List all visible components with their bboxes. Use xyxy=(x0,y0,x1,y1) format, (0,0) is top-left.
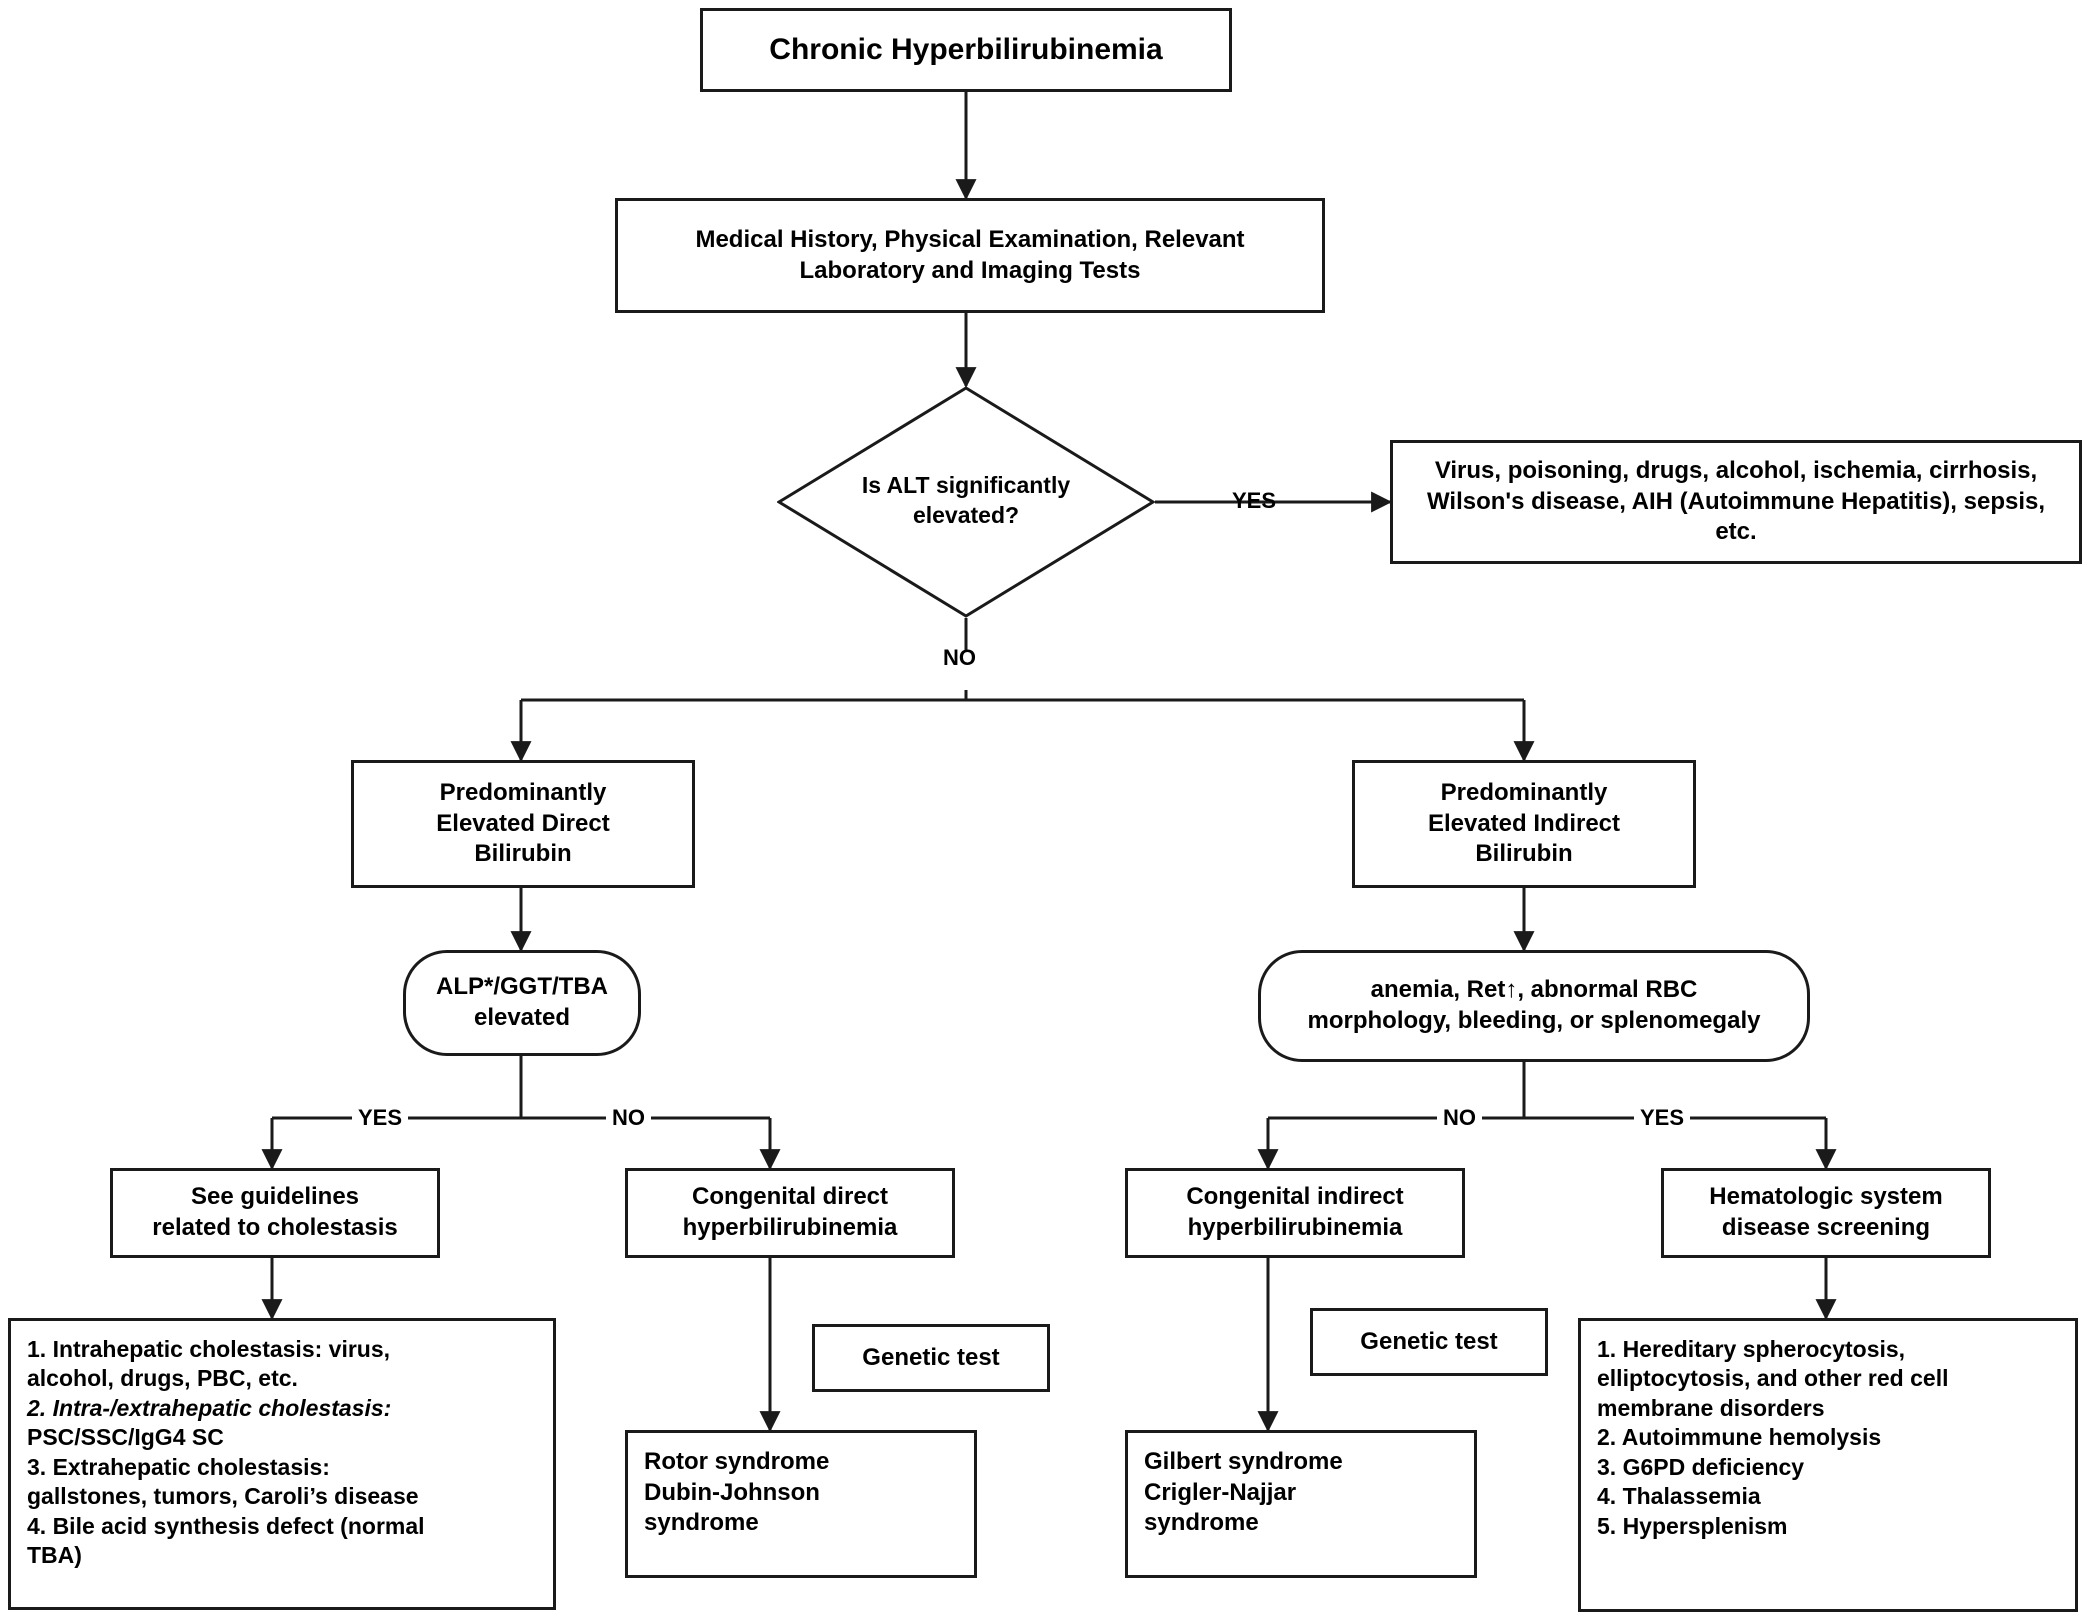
node-gilbert-crigler-najjar: Gilbert syndrome Crigler-Najjar syndrome xyxy=(1125,1430,1477,1578)
cholestasis-list-line-8: TBA) xyxy=(27,1542,82,1569)
node-cholestasis-guidelines-line2: related to cholestasis xyxy=(152,1214,398,1241)
node-direct-bilirubin: Predominantly Elevated Direct Bilirubin xyxy=(351,760,695,888)
node-congenital-direct-line2: hyperbilirubinemia xyxy=(682,1214,898,1241)
node-indirect-line1: Predominantly xyxy=(1440,778,1608,806)
node-alt-decision-text: Is ALT significantly elevated? xyxy=(777,471,1155,531)
edge-label-alp-no: NO xyxy=(606,1105,651,1131)
cholestasis-list-line-2: alcohol, drugs, PBC, etc. xyxy=(27,1365,298,1392)
rotor-line1: Rotor syndrome xyxy=(644,1448,830,1475)
node-genetic-test-direct-label: Genetic test xyxy=(862,1343,1000,1371)
hematologic-list-line-6: 4. Thalassemia xyxy=(1597,1483,1761,1510)
node-indirect-bilirubin: Predominantly Elevated Indirect Bilirubi… xyxy=(1352,760,1696,888)
node-hemolysis-line1: anemia, Ret↑, abnormal RBC xyxy=(1370,976,1698,1004)
edge-label-alt-no: NO xyxy=(943,645,976,670)
hematologic-list-line-4: 2. Autoimmune hemolysis xyxy=(1597,1424,1882,1451)
node-hematologic-list: 1. Hereditary spherocytosis, elliptocyto… xyxy=(1578,1318,2078,1612)
rotor-line3: syndrome xyxy=(644,1509,759,1537)
node-hematologic-line1: Hematologic system xyxy=(1709,1183,1943,1211)
node-genetic-test-indirect: Genetic test xyxy=(1310,1308,1548,1376)
node-congenital-direct: Congenital direct hyperbilirubinemia xyxy=(625,1168,955,1258)
cholestasis-list-line-4: PSC/SSC/IgG4 SC xyxy=(27,1424,224,1451)
node-direct-line1: Predominantly xyxy=(439,778,607,806)
cholestasis-list-line-1: 1. Intrahepatic cholestasis: virus, xyxy=(27,1336,391,1362)
node-genetic-test-direct: Genetic test xyxy=(812,1324,1050,1392)
cholestasis-list-line-7: 4. Bile acid synthesis defect (normal xyxy=(27,1512,425,1539)
node-workup-label: Medical History, Physical Examination, R… xyxy=(695,225,1245,284)
gilbert-line3: syndrome xyxy=(1144,1509,1259,1537)
gilbert-line1: Gilbert syndrome xyxy=(1144,1448,1343,1475)
node-hemolysis-line2: morphology, bleeding, or splenomegaly xyxy=(1307,1007,1761,1034)
hematologic-list-line-5: 3. G6PD deficiency xyxy=(1597,1453,1805,1480)
node-congenital-indirect: Congenital indirect hyperbilirubinemia xyxy=(1125,1168,1465,1258)
node-direct-line3: Bilirubin xyxy=(474,840,572,868)
node-alt-yes-causes: Virus, poisoning, drugs, alcohol, ischem… xyxy=(1390,440,2082,564)
rotor-line2: Dubin-Johnson xyxy=(644,1478,820,1506)
edge-label-hemolysis-no: NO xyxy=(1437,1105,1482,1131)
node-indirect-line2: Elevated Indirect xyxy=(1427,809,1621,837)
node-hemolysis-features: anemia, Ret↑, abnormal RBC morphology, b… xyxy=(1258,950,1810,1062)
node-alp-line1: ALP*/GGT/TBA xyxy=(436,973,608,1001)
node-genetic-test-indirect-label: Genetic test xyxy=(1360,1327,1498,1355)
node-alt-decision-line1: Is ALT significantly xyxy=(861,472,1071,498)
edge-label-hemolysis-yes: YES xyxy=(1634,1105,1691,1131)
edge-label-alp-yes: YES xyxy=(352,1105,409,1131)
node-cholestasis-guidelines-line1: See guidelines xyxy=(190,1183,360,1211)
hematologic-list-line-1: 1. Hereditary spherocytosis, xyxy=(1597,1336,1906,1362)
node-alp-ggt-tba: ALP*/GGT/TBA elevated xyxy=(403,950,641,1056)
edge-label-alt-yes: YES xyxy=(1232,488,1277,513)
node-hematologic-line2: disease screening xyxy=(1721,1214,1931,1241)
hematologic-list-line-7: 5. Hypersplenism xyxy=(1597,1512,1788,1539)
node-indirect-line3: Bilirubin xyxy=(1475,840,1573,868)
node-root: Chronic Hyperbilirubinemia xyxy=(700,8,1232,92)
gilbert-line2: Crigler-Najjar xyxy=(1144,1478,1297,1506)
hematologic-list-line-3: membrane disorders xyxy=(1597,1394,1825,1421)
node-cholestasis-guidelines: See guidelines related to cholestasis xyxy=(110,1168,440,1258)
cholestasis-list-line-3: 2. Intra-/extrahepatic cholestasis: xyxy=(27,1394,392,1421)
node-congenital-indirect-line2: hyperbilirubinemia xyxy=(1187,1214,1403,1241)
cholestasis-list-line-6: gallstones, tumors, Caroli’s disease xyxy=(27,1483,419,1510)
node-hematologic-screening: Hematologic system disease screening xyxy=(1661,1168,1991,1258)
node-workup: Medical History, Physical Examination, R… xyxy=(615,198,1325,313)
node-congenital-direct-line1: Congenital direct xyxy=(691,1183,889,1211)
node-congenital-indirect-line1: Congenital indirect xyxy=(1186,1183,1404,1211)
node-alp-line2: elevated xyxy=(473,1004,571,1031)
node-alt-decision-line2: elevated? xyxy=(912,501,1020,528)
node-rotor-dubin-johnson: Rotor syndrome Dubin-Johnson syndrome xyxy=(625,1430,977,1578)
node-alt-yes-causes-label: Virus, poisoning, drugs, alcohol, ischem… xyxy=(1426,456,2046,546)
cholestasis-list-line-5: 3. Extrahepatic cholestasis: xyxy=(27,1453,330,1480)
node-cholestasis-list: 1. Intrahepatic cholestasis: virus, alco… xyxy=(8,1318,556,1610)
node-root-label: Chronic Hyperbilirubinemia xyxy=(769,32,1163,66)
node-direct-line2: Elevated Direct xyxy=(436,809,610,837)
hematologic-list-line-2: elliptocytosis, and other red cell xyxy=(1597,1365,1949,1392)
node-alt-decision: Is ALT significantly elevated? xyxy=(777,386,1155,618)
